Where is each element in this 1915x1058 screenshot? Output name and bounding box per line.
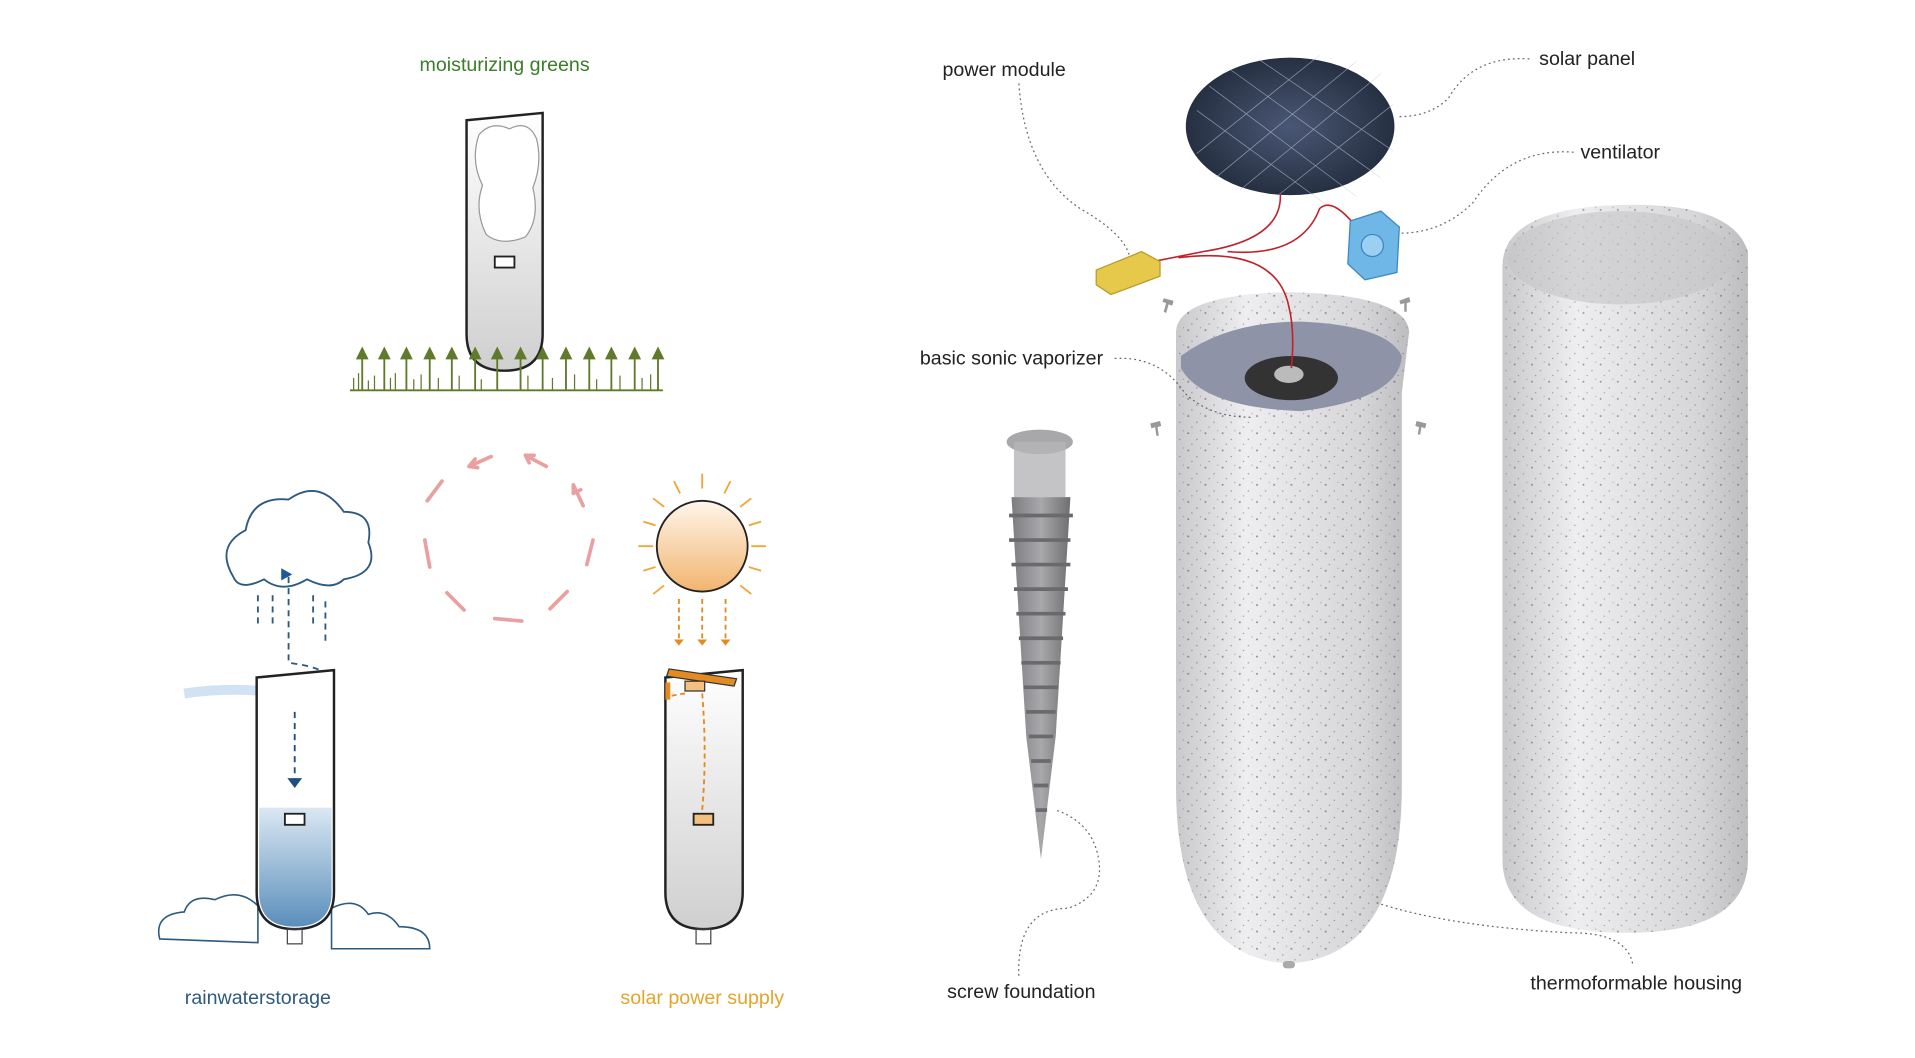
- mist-cloud: [474, 125, 540, 242]
- solar-panel: [1185, 57, 1395, 196]
- down-arrow-icon: [287, 778, 303, 788]
- housing-label: thermoformable housing: [1530, 972, 1742, 994]
- water-fill: [259, 807, 332, 927]
- exploded-view: power module solar panel ventilator basi…: [920, 48, 1748, 1003]
- rain-lines: [256, 576, 334, 688]
- solar-panel-icon: [665, 668, 738, 687]
- cloud-icon: [225, 490, 373, 588]
- power-module-label: power module: [942, 59, 1065, 81]
- grass-icon: [349, 346, 665, 392]
- cycle-arrows: [422, 453, 595, 623]
- vaporizer-icon: [283, 812, 306, 826]
- ventilator-label: ventilator: [1580, 141, 1660, 163]
- vaporizer-label: basic sonic vaporizer: [920, 348, 1104, 370]
- screw-foundation-label: screw foundation: [947, 981, 1095, 1003]
- wires: [1141, 193, 1358, 369]
- sun-icon: [638, 473, 767, 595]
- solar-panel-label: solar panel: [1539, 48, 1635, 70]
- mist-clouds: [157, 893, 431, 950]
- rainwater-label: rainwaterstorage: [185, 987, 331, 1009]
- play-arrow-icon: [281, 568, 293, 581]
- solar-supply-diagram: solar power supply: [620, 473, 784, 1009]
- moisturizing-greens-label: moisturizing greens: [420, 54, 590, 76]
- vaporizer-icon: [692, 812, 715, 826]
- power-module: [1095, 250, 1161, 296]
- screw-foundation: [1006, 429, 1073, 860]
- vaporizer-icon: [493, 255, 516, 269]
- solar-supply-label: solar power supply: [620, 987, 784, 1009]
- rainwater-diagram: rainwaterstorage: [157, 490, 431, 1009]
- moisturizing-greens-diagram: moisturizing greens: [349, 54, 665, 392]
- mounting-screws: [1150, 297, 1427, 436]
- tube-unit: [664, 668, 744, 931]
